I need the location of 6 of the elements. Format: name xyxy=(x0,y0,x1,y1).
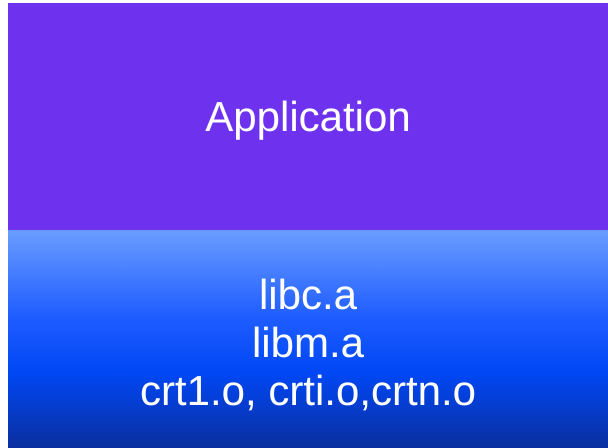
layer-band xyxy=(8,230,608,448)
layer-band xyxy=(8,3,608,230)
library-name: crt1.o, crti.o,crtn.o xyxy=(140,367,476,415)
library-name: libm.a xyxy=(252,319,364,367)
library-name: libc.a xyxy=(258,271,358,319)
layer-title: Application xyxy=(205,92,411,140)
